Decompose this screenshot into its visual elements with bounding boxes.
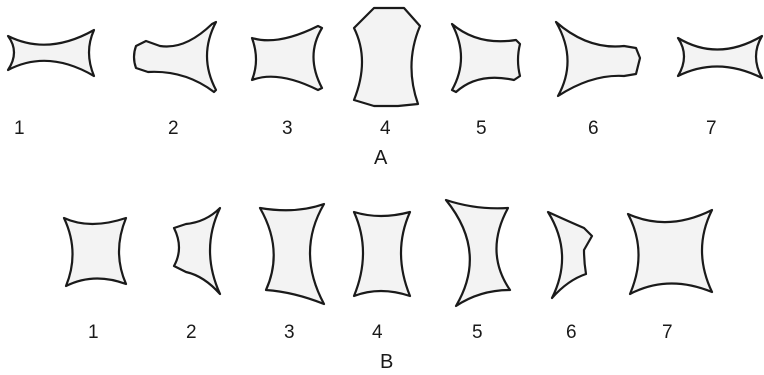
row-a-caption: A — [374, 147, 388, 169]
shape-a4: 4 — [354, 8, 420, 139]
label-a1: 1 — [14, 118, 25, 139]
row-a: 1 2 3 4 5 6 7 A — [8, 8, 762, 169]
shape-a6: 6 — [556, 22, 640, 139]
label-b6: 6 — [566, 322, 577, 343]
shape-b3: 3 — [260, 204, 324, 343]
shape-a3: 3 — [252, 26, 322, 139]
label-b1: 1 — [88, 322, 99, 343]
shape-a2: 2 — [134, 22, 216, 139]
shape-a7: 7 — [678, 36, 762, 139]
label-a4: 4 — [380, 118, 391, 139]
label-a2: 2 — [168, 118, 179, 139]
label-a7: 7 — [706, 118, 717, 139]
label-b5: 5 — [472, 322, 483, 343]
label-a6: 6 — [588, 118, 599, 139]
shape-b6: 6 — [548, 212, 592, 343]
shape-b5: 5 — [446, 200, 510, 343]
shape-a5: 5 — [452, 24, 520, 139]
shape-b7: 7 — [628, 210, 712, 343]
label-a3: 3 — [282, 118, 293, 139]
label-b2: 2 — [186, 322, 197, 343]
shape-b2: 2 — [174, 208, 220, 343]
label-a5: 5 — [476, 118, 487, 139]
shape-a1: 1 — [8, 30, 94, 139]
row-b: 1 2 3 4 5 6 7 B — [64, 200, 712, 373]
label-b7: 7 — [662, 322, 673, 343]
shape-b1: 1 — [64, 218, 126, 343]
label-b3: 3 — [284, 322, 295, 343]
label-b4: 4 — [372, 322, 383, 343]
shape-b4: 4 — [354, 212, 410, 343]
row-b-caption: B — [380, 351, 393, 373]
